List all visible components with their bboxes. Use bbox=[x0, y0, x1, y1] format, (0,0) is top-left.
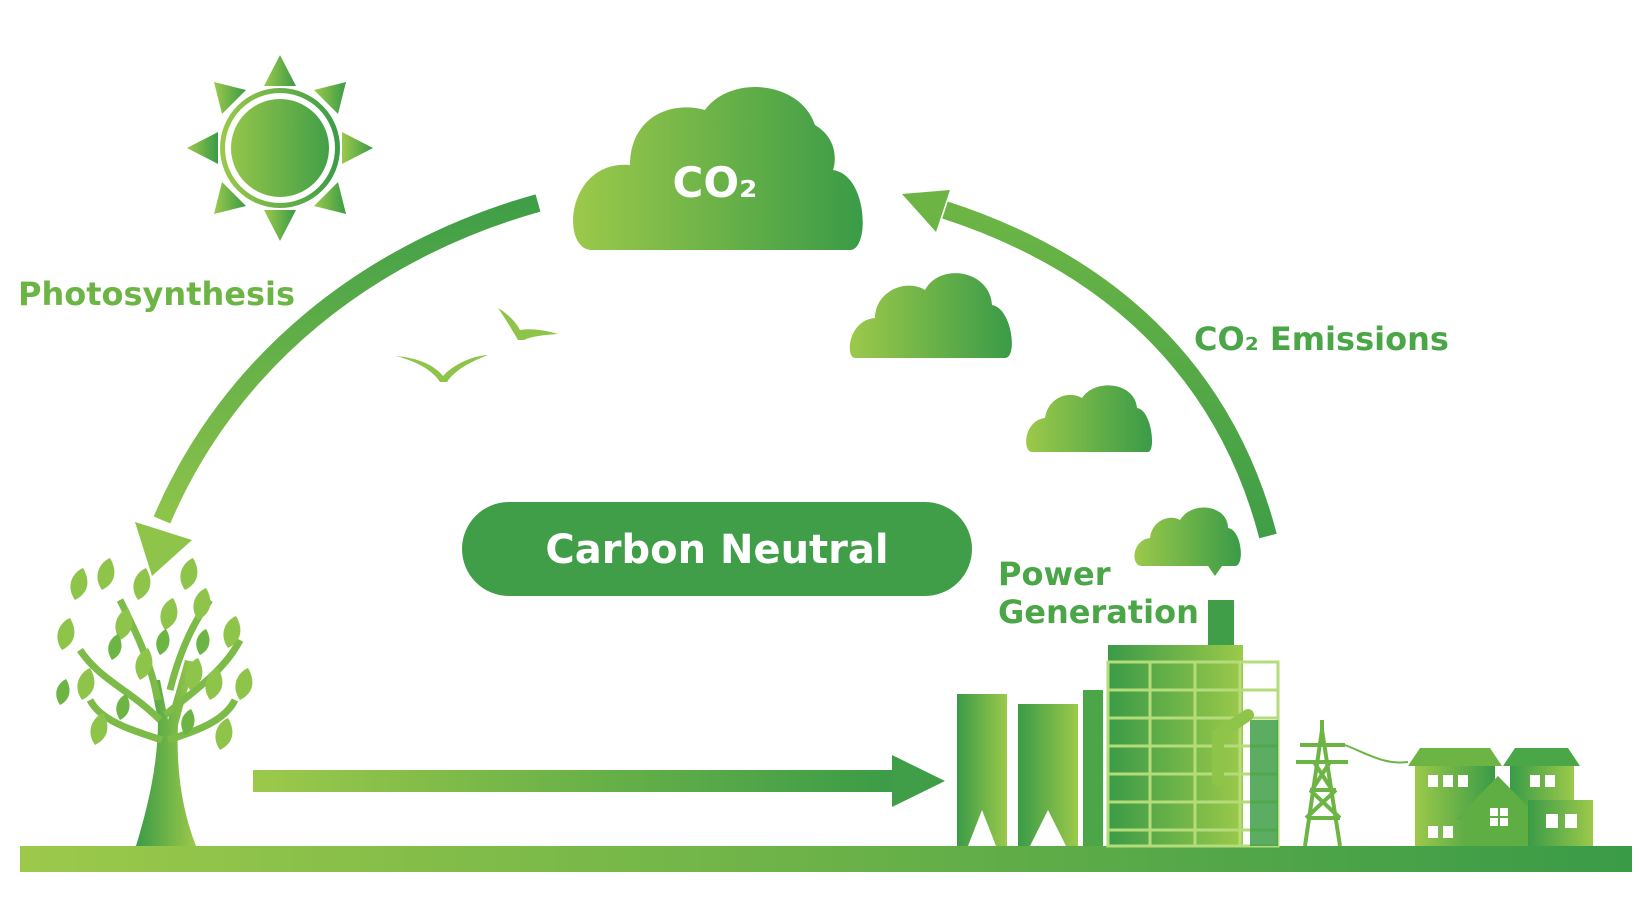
photosynthesis-label: Photosynthesis bbox=[18, 275, 295, 313]
cloud-icon bbox=[1026, 385, 1153, 452]
power-generation-label-line2: Generation bbox=[998, 593, 1199, 631]
cloud-icon bbox=[849, 273, 1012, 358]
power-generation-label-line1: Power bbox=[998, 555, 1111, 593]
co2-cloud: CO₂ bbox=[573, 87, 863, 250]
factory-icon bbox=[957, 600, 1280, 848]
cloud-co2-label: CO₂ bbox=[673, 158, 758, 207]
bird-icon bbox=[396, 355, 488, 382]
tree-icon bbox=[56, 558, 253, 846]
arrow-icon bbox=[135, 522, 192, 576]
biomass-arrow bbox=[253, 755, 945, 807]
cloud-icon bbox=[573, 87, 863, 250]
sun-icon bbox=[187, 55, 373, 241]
carbon-neutral-label: Carbon Neutral bbox=[545, 527, 888, 573]
emissions-arrow bbox=[902, 190, 1277, 539]
house-icon bbox=[1408, 748, 1593, 846]
photosynthesis-arrow bbox=[135, 194, 541, 576]
power-tower-icon bbox=[1296, 720, 1409, 847]
ground-bar bbox=[20, 846, 1632, 872]
arrow-icon bbox=[902, 190, 950, 232]
bird-icon bbox=[498, 308, 558, 340]
arrow-icon bbox=[892, 755, 945, 807]
carbon-neutral-badge: Carbon Neutral bbox=[462, 502, 972, 596]
emissions-label: CO₂ Emissions bbox=[1194, 320, 1449, 358]
cloud-icon bbox=[1134, 507, 1241, 576]
